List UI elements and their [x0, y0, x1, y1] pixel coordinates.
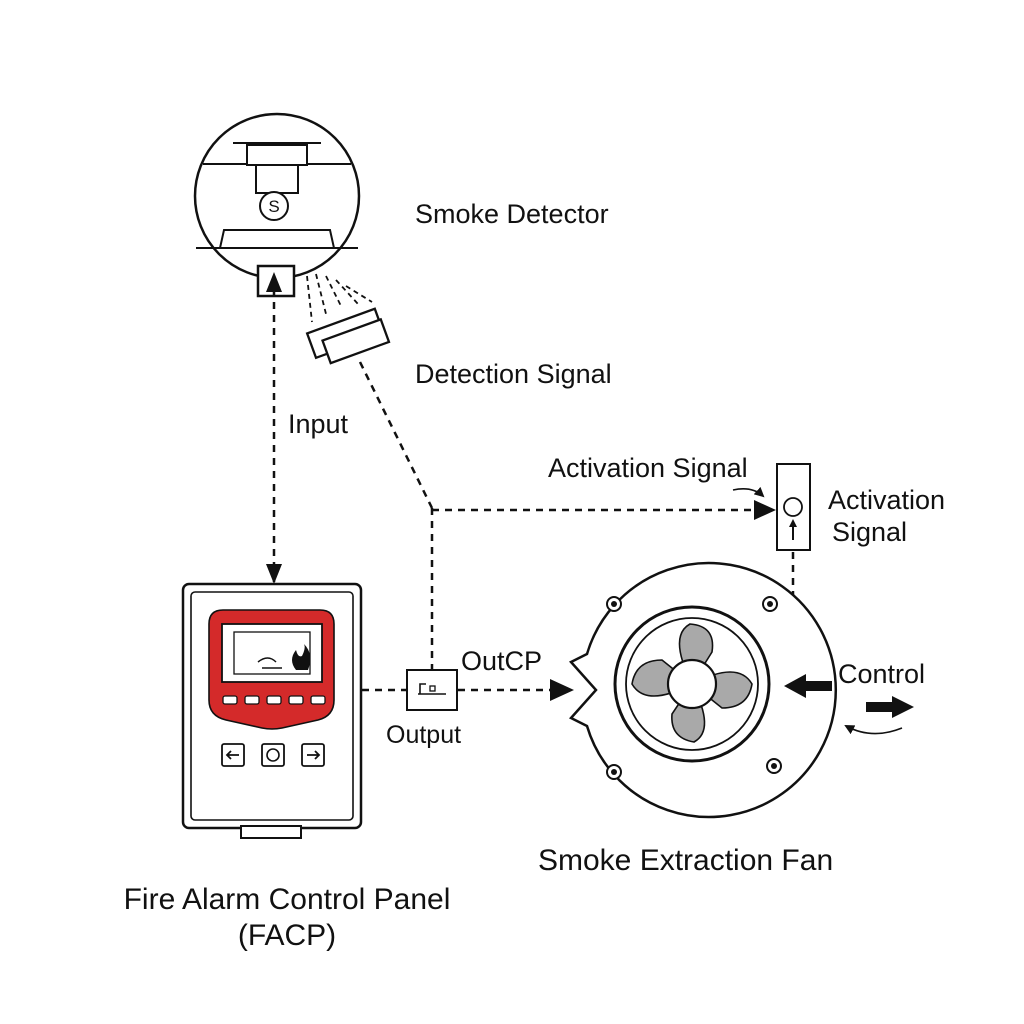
- activation-signal-label-top: Activation Signal: [548, 453, 748, 483]
- fan-label: Smoke Extraction Fan: [538, 844, 834, 877]
- facp-label-line2: (FACP): [237, 919, 337, 952]
- sensor-rays: [306, 273, 373, 323]
- detector-symbol: S: [268, 197, 279, 216]
- activation-curved-arrow: [732, 486, 765, 498]
- input-arrow-down: [266, 564, 282, 584]
- input-arrow-up: [266, 272, 282, 292]
- control-arrows: [784, 674, 914, 735]
- activation-signal-label-right: Activation Signal: [828, 484, 945, 549]
- activation-signal-right-line2: Signal: [832, 517, 908, 548]
- smoke-extraction-fan-icon: [568, 561, 838, 819]
- outcp-label: OutCP: [461, 646, 543, 676]
- facp-label-line1: Fire Alarm Control Panel: [123, 883, 451, 916]
- output-label: Output: [386, 721, 462, 749]
- output-module-icon: [406, 669, 458, 711]
- flame-icon: [292, 644, 311, 670]
- input-label: Input: [288, 409, 349, 439]
- activation-arrow: [754, 500, 776, 520]
- output-arrow: [550, 679, 574, 701]
- relay-module-icon: [776, 463, 811, 551]
- facp-label: Fire Alarm Control Panel (FACP): [112, 882, 462, 954]
- control-label: Control: [838, 659, 926, 689]
- activation-signal-right-line1: Activation: [828, 485, 946, 515]
- smoke-detector-label: Smoke Detector: [415, 199, 609, 229]
- facp-panel-icon: [181, 582, 363, 839]
- smoke-detector-icon: S: [193, 112, 361, 298]
- detection-signal-label: Detection Signal: [415, 359, 612, 389]
- sensor-module-icon: [305, 307, 391, 365]
- detection-signal-line: [358, 361, 434, 509]
